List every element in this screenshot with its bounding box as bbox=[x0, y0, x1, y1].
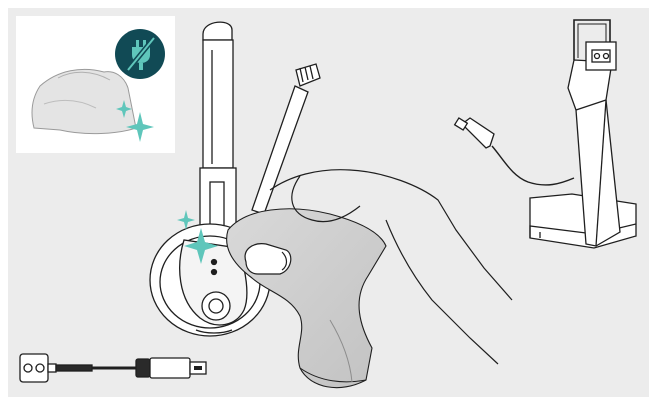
charging-stand bbox=[530, 20, 636, 248]
inset-cloth bbox=[32, 69, 136, 133]
hand bbox=[245, 170, 512, 364]
unplugged-icon bbox=[115, 29, 165, 79]
headset-usb-cable bbox=[20, 354, 206, 382]
usb-cable-stand bbox=[455, 118, 574, 185]
